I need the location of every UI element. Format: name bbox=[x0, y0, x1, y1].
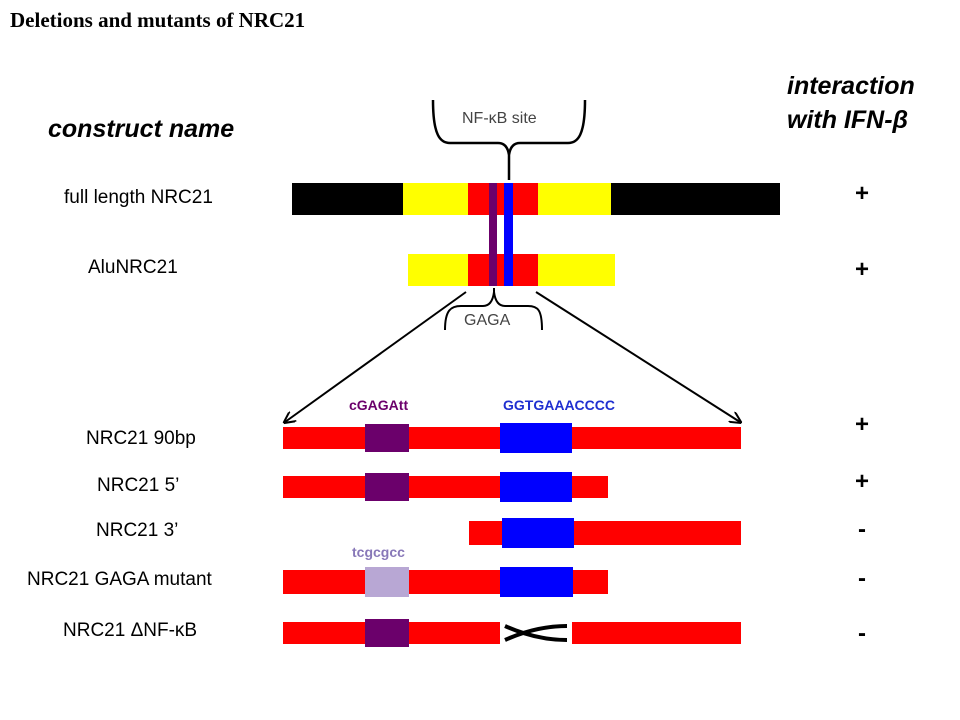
nfkb-box bbox=[500, 567, 573, 597]
core-region-red bbox=[468, 254, 538, 286]
nfkb-box bbox=[500, 472, 572, 502]
nfkb-stripe bbox=[504, 183, 513, 286]
core-region-red bbox=[468, 183, 538, 215]
label-5prime: NRC21 5’ bbox=[97, 475, 180, 496]
gaga-brace bbox=[444, 288, 543, 331]
result-5prime: + bbox=[854, 468, 869, 495]
construct-delta-nfkb bbox=[283, 619, 741, 647]
result-full-length: + bbox=[854, 180, 869, 207]
result-alu: + bbox=[854, 256, 869, 283]
label-gaga-mutant: NRC21 GAGA mutant bbox=[27, 569, 212, 590]
gaga-wt-sequence: cGAGAtt bbox=[349, 397, 409, 413]
gaga-box bbox=[365, 619, 409, 647]
gaga-box bbox=[365, 424, 409, 452]
result-3prime: - bbox=[858, 516, 866, 543]
label-3prime: NRC21 3’ bbox=[96, 520, 179, 541]
expand-arrow-left bbox=[285, 291, 467, 422]
nfkb-site-brace bbox=[431, 99, 587, 180]
nfkb-box bbox=[502, 518, 574, 548]
deletion-cross-icon bbox=[504, 624, 568, 642]
expand-arrow-right bbox=[535, 291, 740, 422]
gaga-stripe bbox=[489, 183, 497, 286]
deleted-region-gap bbox=[500, 619, 572, 647]
interaction-header-line1: interaction bbox=[787, 72, 915, 100]
gaga-box bbox=[365, 473, 409, 501]
result-delta-nfkb: - bbox=[858, 620, 866, 647]
construct-name-header: construct name bbox=[48, 115, 235, 143]
construct-gaga-mutant bbox=[283, 567, 608, 597]
result-90bp: + bbox=[854, 411, 869, 438]
label-alu: AluNRC21 bbox=[88, 257, 178, 278]
nfkb-site-label: NF-κB site bbox=[462, 110, 537, 127]
interaction-header-line2: with IFN-β bbox=[787, 106, 909, 134]
mutant-gaga-box bbox=[365, 567, 409, 597]
full-length-construct bbox=[292, 183, 780, 215]
gaga-label: GAGA bbox=[464, 312, 511, 329]
construct-5prime bbox=[283, 472, 608, 502]
diagram-title: Deletions and mutants of NRC21 bbox=[10, 8, 306, 32]
construct-90bp bbox=[283, 423, 741, 453]
label-90bp: NRC21 90bp bbox=[86, 428, 196, 449]
label-delta-nfkb: NRC21 ΔNF-κB bbox=[63, 620, 198, 641]
nfkb-sequence: GGTGAAACCCC bbox=[503, 397, 615, 413]
construct-3prime bbox=[469, 518, 741, 548]
label-full-length: full length NRC21 bbox=[64, 187, 213, 208]
result-gaga-mutant: - bbox=[858, 565, 866, 592]
gaga-mutant-sequence: tcgcgcc bbox=[352, 544, 405, 560]
nfkb-box bbox=[500, 423, 572, 453]
